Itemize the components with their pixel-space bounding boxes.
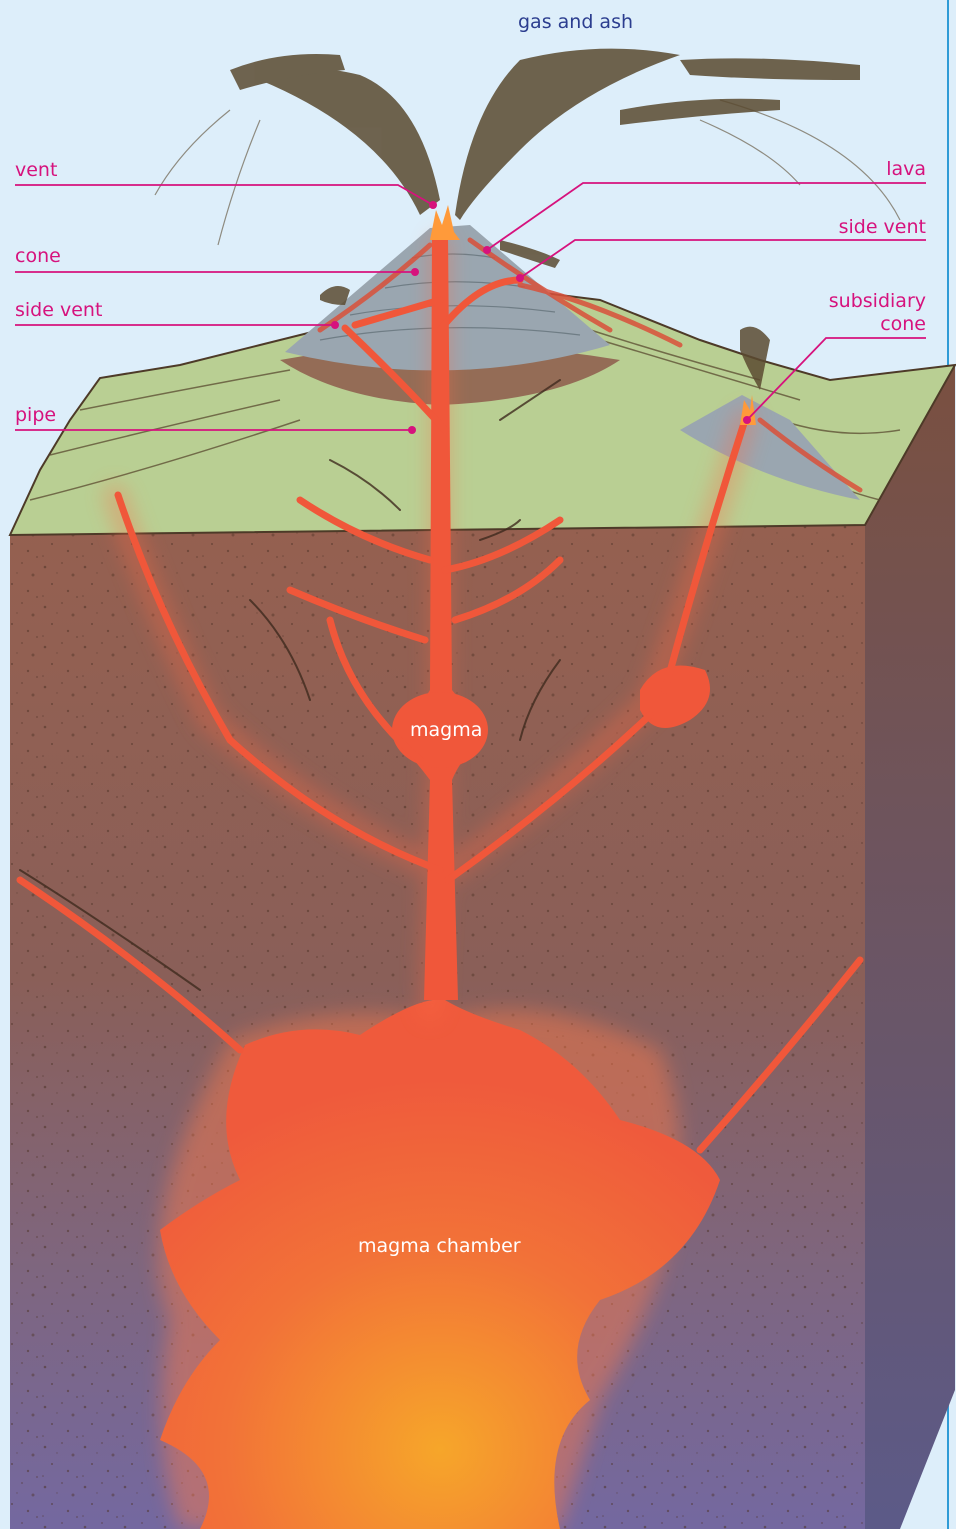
side-vent-left-label: side vent bbox=[15, 299, 102, 321]
vent-label: vent bbox=[15, 159, 57, 181]
subsidiary-cone-label-line1: subsidiary bbox=[829, 290, 926, 312]
vent-eruption bbox=[430, 205, 460, 240]
cone-label: cone bbox=[15, 245, 61, 267]
magma-label: magma bbox=[410, 719, 482, 741]
magma-chamber-label: magma chamber bbox=[358, 1235, 521, 1257]
gas-and-ash-label: gas and ash bbox=[518, 11, 633, 33]
pipe-label: pipe bbox=[15, 404, 56, 426]
lava-label: lava bbox=[886, 158, 926, 180]
side-vent-right-label: side vent bbox=[839, 216, 926, 238]
block-side-face bbox=[865, 365, 955, 1529]
subsidiary-cone-label-line2: cone bbox=[880, 313, 926, 335]
